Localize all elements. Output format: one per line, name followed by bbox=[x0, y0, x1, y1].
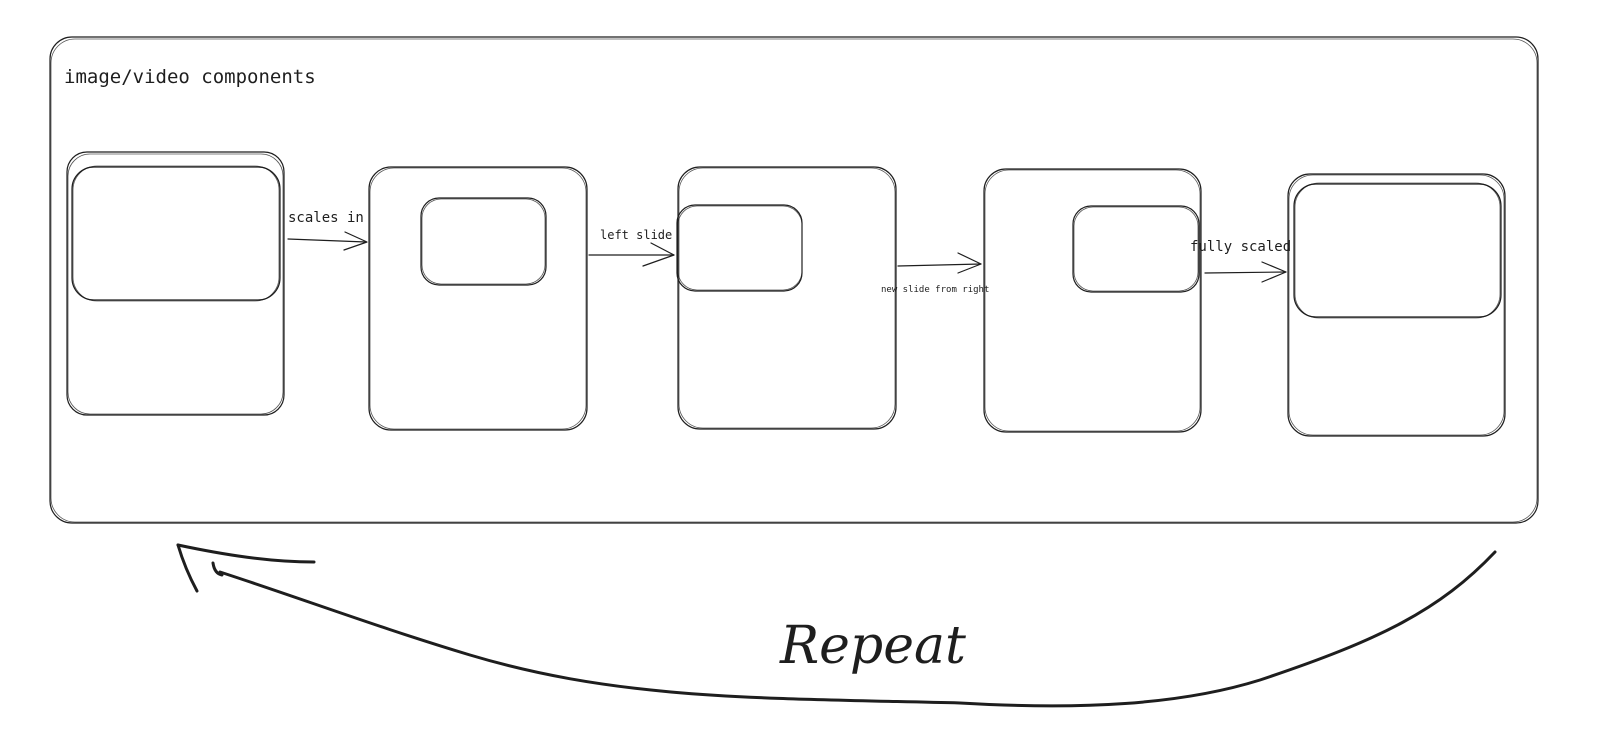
frame-1-media bbox=[71, 165, 281, 302]
container-label: image/video components bbox=[64, 66, 316, 88]
repeat-arrow bbox=[176, 543, 1497, 708]
transition-label-left-slide: left slide bbox=[600, 228, 672, 242]
transition-label-fully-scaled: fully scaled bbox=[1190, 239, 1291, 255]
frame-2-media bbox=[420, 197, 547, 286]
frame-1 bbox=[66, 151, 285, 416]
frame-5-media bbox=[1293, 182, 1502, 319]
frame-3 bbox=[676, 166, 897, 430]
repeat-label: Repeat bbox=[779, 616, 966, 676]
frame-2 bbox=[368, 166, 588, 431]
arrow-fully-scaled bbox=[1204, 261, 1287, 283]
transition-label-new-slide: new slide from right bbox=[881, 285, 989, 295]
transition-label-scales-in: scales in bbox=[288, 210, 364, 226]
arrow-scales-in bbox=[287, 231, 368, 251]
frame-5 bbox=[1287, 173, 1506, 437]
frame-4 bbox=[983, 168, 1202, 433]
arrow-new-slide-from-right bbox=[897, 252, 982, 274]
frame-3-media bbox=[676, 204, 803, 292]
components-container bbox=[49, 36, 1539, 524]
frame-4-media bbox=[1072, 205, 1200, 293]
arrow-left-slide bbox=[588, 242, 675, 267]
